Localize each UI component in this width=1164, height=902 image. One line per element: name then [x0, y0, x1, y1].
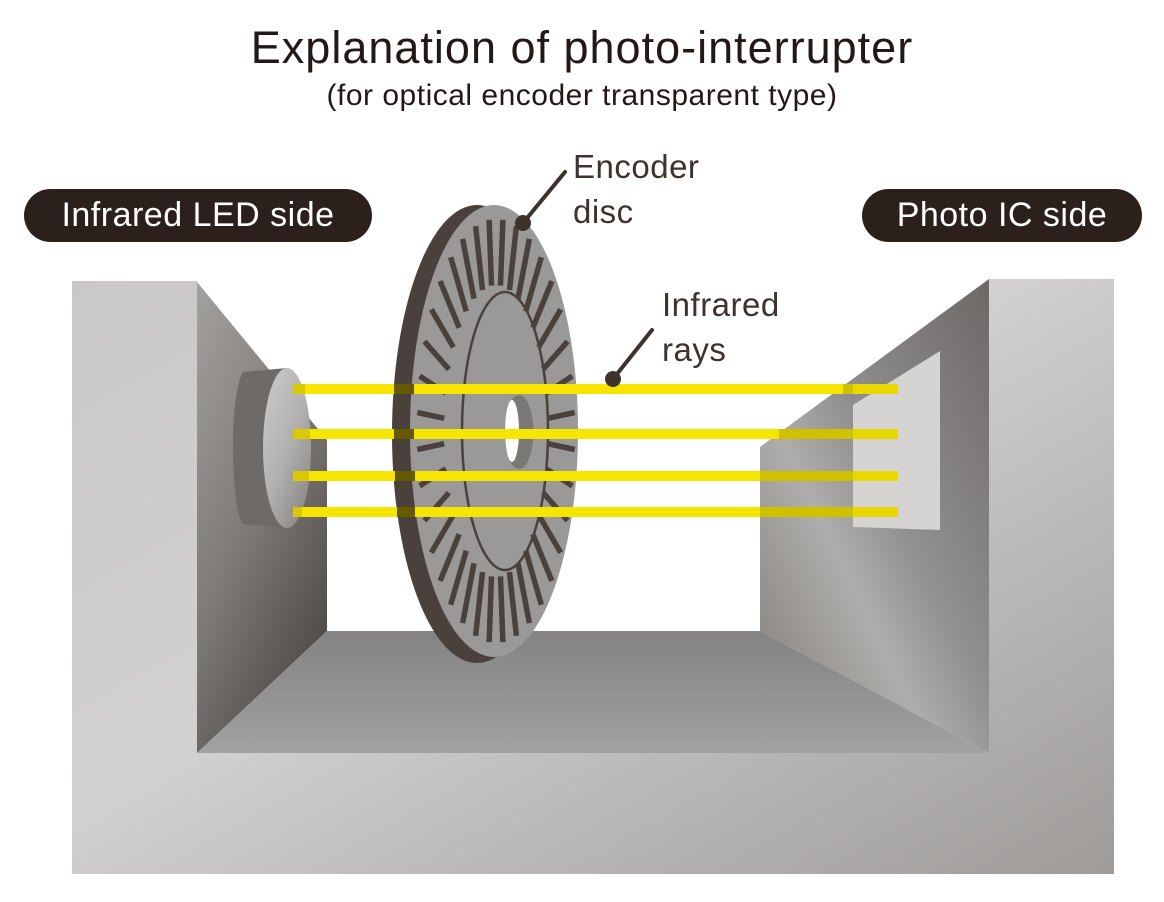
pointer-line-infrared-rays	[611, 328, 654, 381]
pointer-dot-encoder-disc	[515, 215, 531, 231]
annotation-infrared-rays-line2: rays	[662, 331, 727, 368]
infrared-ray-3	[293, 471, 898, 481]
disc-slot	[547, 441, 576, 453]
disc-slot	[437, 280, 462, 329]
disc-slot	[547, 409, 576, 421]
photo-ic-window	[853, 351, 940, 530]
infrared-ray-2	[293, 429, 898, 439]
floor-top-face	[197, 631, 989, 753]
infrared-ray-1	[293, 384, 898, 394]
disc-slot	[422, 339, 451, 372]
disc-slot	[536, 308, 564, 349]
page-title: Explanation of photo-interrupter	[250, 22, 914, 73]
disc-slot	[541, 339, 570, 372]
disc-slot	[428, 513, 456, 554]
disc-slot	[416, 441, 445, 453]
disc-slot	[506, 225, 520, 291]
disc-slot	[497, 576, 506, 643]
annotation-encoder-disc: Encoder disc	[573, 144, 699, 234]
disc-slot	[428, 308, 456, 349]
disc-slot	[416, 409, 445, 421]
pointer-infrared-rays	[605, 328, 654, 387]
disc-slot	[472, 571, 486, 637]
disc-slot	[459, 238, 477, 300]
housing-front-face	[72, 279, 1114, 874]
page-subtitle: (for optical encoder transparent type)	[326, 79, 838, 112]
pointer-dot-infrared-rays	[605, 371, 621, 387]
annotation-infrared-rays: Infrared rays	[662, 282, 780, 372]
disc-slot	[448, 549, 469, 606]
infrared-rays	[293, 384, 898, 517]
disc-slot	[448, 256, 469, 313]
badge-infrared-led-side: Infrared LED side	[24, 189, 372, 242]
pointer-encoder-disc	[515, 170, 567, 231]
disc-slot	[437, 533, 462, 582]
disc-slot	[486, 219, 495, 286]
disc-slot	[459, 562, 477, 624]
annotation-encoder-disc-line2: disc	[573, 193, 634, 230]
infrared-ray-4	[293, 507, 898, 517]
disc-slot	[530, 533, 555, 582]
annotation-encoder-disc-line1: Encoder	[573, 148, 700, 185]
disc-slot	[506, 571, 520, 637]
pointer-line-encoder-disc	[521, 170, 567, 225]
disc-slot	[515, 238, 533, 300]
disc-slot	[530, 280, 555, 329]
disc-slot	[497, 219, 506, 286]
annotation-infrared-rays-line1: Infrared	[662, 286, 780, 323]
led-lens-face	[263, 368, 311, 528]
disc-slot	[472, 225, 486, 291]
disc-slot	[523, 549, 544, 606]
disc-slot	[486, 576, 495, 643]
badge-photo-ic-side: Photo IC side	[862, 189, 1142, 242]
disc-slots	[416, 219, 576, 643]
disc-slot	[523, 256, 544, 313]
disc-slot	[536, 513, 564, 554]
disc-slot	[515, 562, 533, 624]
